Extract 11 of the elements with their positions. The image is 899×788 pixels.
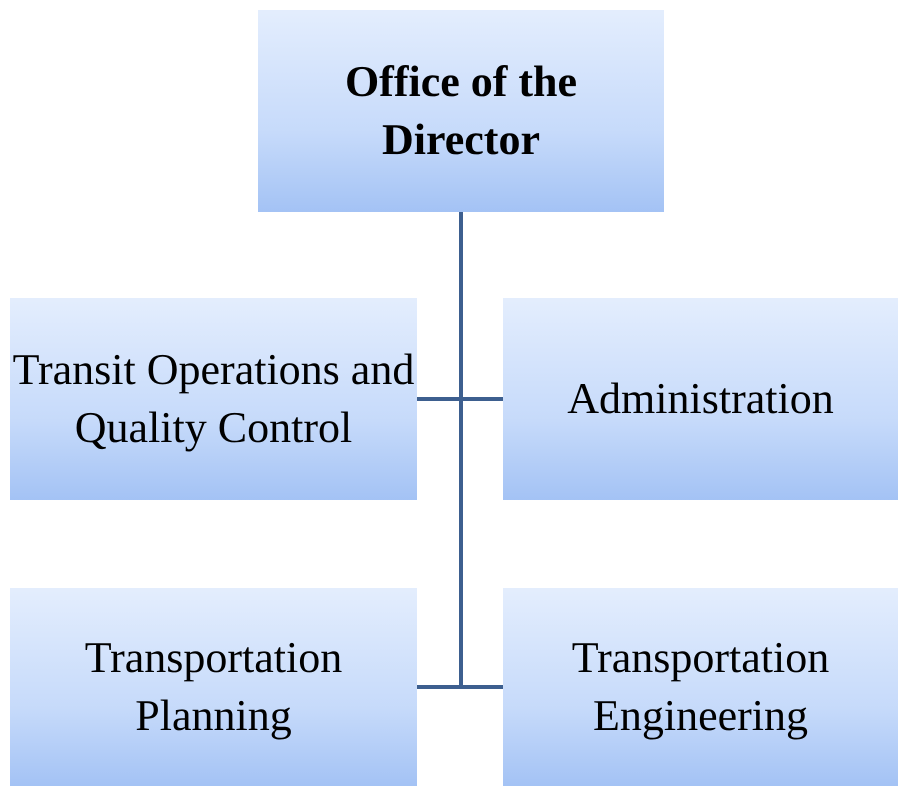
director-box bbox=[258, 10, 664, 212]
box-label: Transportation Engineering bbox=[570, 632, 830, 742]
department-box bbox=[10, 298, 417, 500]
department-box bbox=[503, 298, 898, 500]
department-box bbox=[503, 588, 898, 786]
box-label: Administration bbox=[567, 373, 834, 425]
box-title: Office of the Director bbox=[344, 56, 578, 166]
department-box bbox=[10, 588, 417, 786]
box-label: Transit Operations and Quality Control bbox=[12, 344, 416, 454]
box-label: Transportation Planning bbox=[84, 632, 344, 742]
connector-line bbox=[459, 212, 503, 689]
